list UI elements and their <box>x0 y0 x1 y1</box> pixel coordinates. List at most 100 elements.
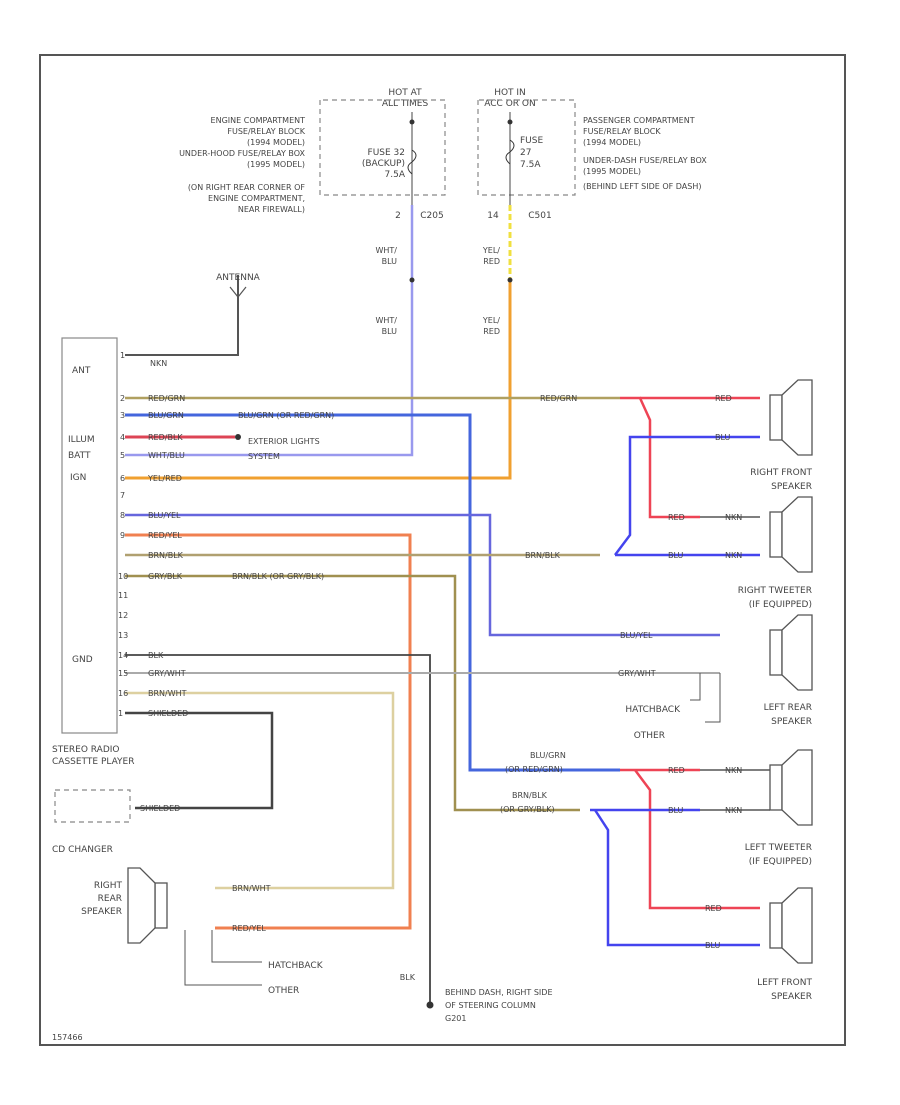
radio-box <box>61 337 118 734</box>
sw-rt-blu: BLU <box>668 551 684 560</box>
label-wht-blu: WHT/BLU <box>148 451 185 460</box>
radio-pin-2: 2 <box>120 394 125 403</box>
left-fuse-node <box>409 119 415 125</box>
radio-title-1: STEREO RADIO <box>52 745 120 755</box>
wire-lf-blu <box>593 809 760 947</box>
jl-brn-blk: BRN/BLK <box>525 551 561 560</box>
right-front-label-2: SPEAKER <box>771 482 812 492</box>
wire-gry-blk <box>125 574 580 812</box>
left-tweeter-label-2: (IF EQUIPPED) <box>749 857 812 867</box>
left-location-6: (ON RIGHT REAR CORNER OF <box>188 183 306 192</box>
right-fuse-line-2: 27 <box>520 148 531 158</box>
left-tweeter-label-1: LEFT TWEETER <box>745 843 812 853</box>
antenna-wire: NKN <box>150 359 167 368</box>
radio-label-ant: ANT <box>72 366 91 376</box>
left-fuse-box-outline <box>319 99 446 196</box>
left-hot-at: HOT AT <box>388 88 422 98</box>
variant-notes: HATCHBACK OTHER HATCHBACK OTHER <box>184 673 721 996</box>
left-fuse-line-2: (BACKUP) <box>362 159 405 169</box>
right-hot-at: HOT IN <box>494 88 526 98</box>
cd-changer-label: CD CHANGER <box>52 845 113 855</box>
right-location-5: (1995 MODEL) <box>583 167 641 176</box>
label-blk: BLK <box>148 651 164 660</box>
right-wire-bottom-1: YEL/ <box>482 316 500 325</box>
right-wire-top-2: RED <box>483 257 500 266</box>
jl-brn-blk-or-2: (OR GRY/BLK) <box>500 805 555 814</box>
junction-nodes <box>409 277 513 1009</box>
node-yel-red <box>507 277 513 283</box>
wire-blu-yel <box>125 513 720 637</box>
ground: BLK BEHIND DASH, RIGHT SIDE OF STEERING … <box>400 973 553 1023</box>
cd-changer-box <box>54 789 131 823</box>
wires <box>125 205 770 1005</box>
exterior-lights: EXTERIOR LIGHTS SYSTEM <box>235 434 320 461</box>
rr-other: OTHER <box>268 986 299 996</box>
left-location-8: NEAR FIREWALL) <box>238 205 305 214</box>
left-front-label-2: SPEAKER <box>771 992 812 1002</box>
label-brn-blk-or: BRN/BLK (OR GRY/BLK) <box>232 572 324 581</box>
radio-pin-13: 13 <box>118 631 128 640</box>
left-hot-when: ALL TIMES <box>382 99 429 109</box>
antenna-label: ANTENNA <box>216 273 261 283</box>
left-wire-bottom-2: BLU <box>382 327 398 336</box>
right-hot-when: ACC OR ON <box>484 99 535 109</box>
sw-lt-nkn: NKN <box>725 766 742 775</box>
radio-wire-labels: RED/GRN BLU/GRN BLU/GRN (OR RED/GRN) RED… <box>147 394 334 718</box>
wire-rf-red-down <box>620 396 700 519</box>
ground-line-1: BEHIND DASH, RIGHT SIDE <box>445 988 553 997</box>
left-location-5: (1995 MODEL) <box>247 160 305 169</box>
radio-pin-6: 6 <box>120 474 125 483</box>
wire-yel-red <box>125 280 512 480</box>
right-fuse-line-3: 7.5A <box>520 160 541 170</box>
radio-pin-10: 10 <box>118 572 128 581</box>
speaker-wire-labels: RED BLU RED NKN BLU NKN RED NKN BLU NKN … <box>668 394 742 950</box>
left-location-4: UNDER-HOOD FUSE/RELAY BOX <box>179 149 305 158</box>
wire-rf-blu <box>614 435 760 556</box>
sw-lf-red: RED <box>705 904 722 913</box>
left-connector: C205 <box>420 211 443 221</box>
right-rear-wire-labels: BRN/WHT RED/YEL <box>232 884 271 933</box>
right-tweeter-label-1: RIGHT TWEETER <box>738 586 812 596</box>
exterior-lights-line-2: SYSTEM <box>248 452 280 461</box>
radio-pin-4: 4 <box>120 433 125 442</box>
right-tweeter-label-2: (IF EQUIPPED) <box>749 600 812 610</box>
left-pin: 2 <box>395 211 401 221</box>
radio-unit: ANT ILLUM BATT IGN GND 1 2 3 4 5 6 7 8 9… <box>52 337 134 767</box>
left-wire-bottom-1: WHT/ <box>375 316 397 325</box>
sw-rt-red: RED <box>668 513 685 522</box>
left-fuse-line-3: 7.5A <box>385 170 406 180</box>
speaker-left-tweeter-icon <box>769 749 813 826</box>
antenna-icon <box>229 286 247 298</box>
label-red-grn: RED/GRN <box>148 394 185 403</box>
speaker-labels: RIGHT FRONT SPEAKER RIGHT TWEETER (IF EQ… <box>81 468 812 1002</box>
radio-pin-9: 9 <box>120 531 125 540</box>
label-shielded: SHIELDED <box>148 709 188 718</box>
radio-label-batt: BATT <box>68 451 91 461</box>
wire-antenna <box>125 275 239 356</box>
jl-blu-yel: BLU/YEL <box>620 631 653 640</box>
left-front-label-1: LEFT FRONT <box>757 978 812 988</box>
right-wire-bottom-2: RED <box>483 327 500 336</box>
sw-lf-blu: BLU <box>705 941 721 950</box>
rr-brn-wht: BRN/WHT <box>232 884 271 893</box>
radio-pin-14: 14 <box>118 651 128 660</box>
left-fuse-block: HOT AT ALL TIMES FUSE 32 (BACKUP) 7.5A E… <box>179 88 446 336</box>
sw-lt-nkn2: NKN <box>725 806 742 815</box>
right-location-4: UNDER-DASH FUSE/RELAY BOX <box>583 156 707 165</box>
label-red-blk: RED/BLK <box>148 433 183 442</box>
radio-label-gnd: GND <box>72 655 93 665</box>
sw-rf-blu: BLU <box>715 433 731 442</box>
rr-hatchback: HATCHBACK <box>268 961 324 971</box>
exterior-lights-line-1: EXTERIOR LIGHTS <box>248 437 320 446</box>
left-location-2: FUSE/RELAY BLOCK <box>227 127 305 136</box>
right-rear-label-1: RIGHT <box>94 881 123 891</box>
label-blu-grn: BLU/GRN <box>148 411 184 420</box>
wire-brn-wht <box>125 691 395 890</box>
right-location-2: FUSE/RELAY BLOCK <box>583 127 661 136</box>
right-location-6: (BEHIND LEFT SIDE OF DASH) <box>583 182 701 191</box>
speaker-right-rear-icon <box>127 867 168 944</box>
label-yel-red: YEL/RED <box>147 474 182 483</box>
left-wire-top-1: WHT/ <box>375 246 397 255</box>
lr-other: OTHER <box>634 731 665 741</box>
label-blu-grn-or: BLU/GRN (OR RED/GRN) <box>238 411 334 420</box>
